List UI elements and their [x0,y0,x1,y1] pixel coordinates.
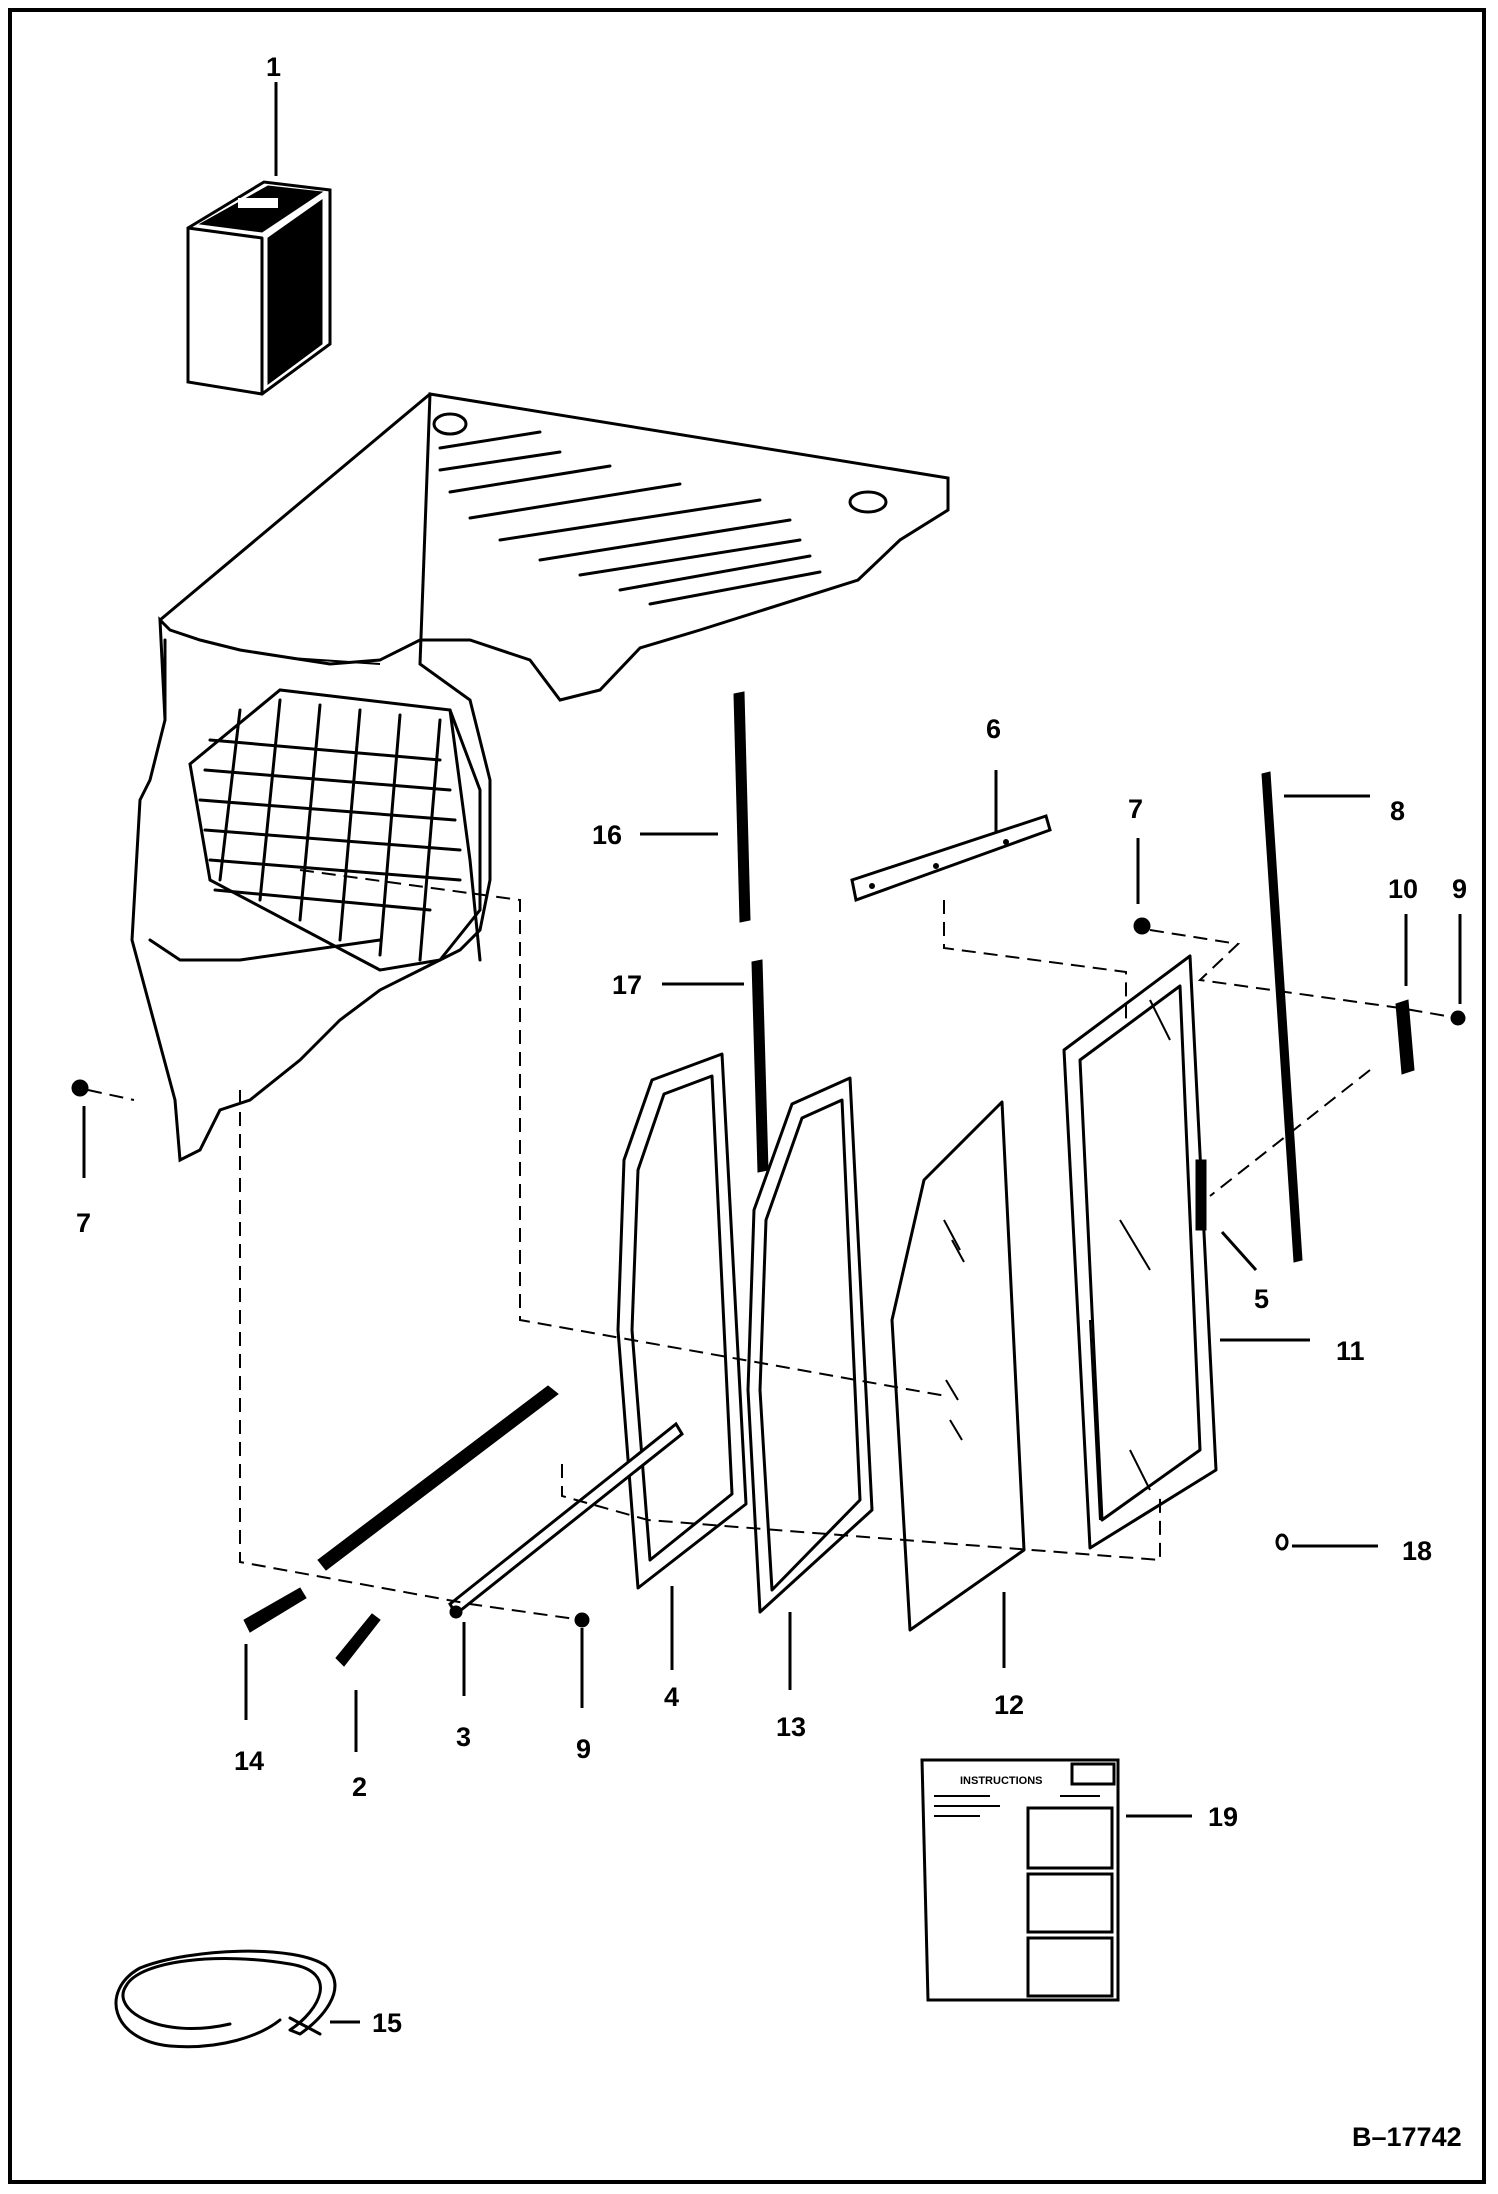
part-5-handle [1195,1159,1207,1231]
callout-10: 10 [1388,874,1418,904]
cab-body [130,392,950,1163]
callout-19: 19 [1208,1802,1238,1832]
callout-15: 15 [372,2008,402,2038]
callout-5: 5 [1254,1284,1269,1314]
part-1-kit-box [186,180,332,396]
part-16-strip [733,691,751,923]
part-4-seal-frame [616,1052,748,1590]
part-15-coil [114,1949,337,2049]
part-10-plate [1395,999,1415,1075]
callout-11: 11 [1336,1336,1365,1366]
callout-2: 2 [352,1772,367,1802]
callout-3: 3 [456,1722,471,1752]
part-7-bolt-left [71,1079,89,1097]
leader-lines [82,82,1462,2024]
callout-16: 16 [592,820,622,850]
callout-17: 17 [612,970,642,1000]
part-14-strip [243,1587,307,1633]
callout-7-left: 7 [76,1208,91,1238]
instruction-sheet-title: INSTRUCTIONS [960,1775,1043,1787]
part-11-door [1062,954,1218,1550]
callout-12: 12 [994,1690,1024,1720]
callout-18: 18 [1402,1536,1432,1566]
part-18-grommet [1275,1533,1289,1551]
sill-strip [317,1385,559,1571]
rear-grille [188,688,482,972]
callout-1: 1 [266,52,281,82]
part-3-rail [448,1421,684,1619]
part-13-glass-frame [746,1076,874,1614]
part-8-strip [1261,771,1303,1263]
callout-7-upper: 7 [1128,794,1143,824]
callout-9-right: 9 [1452,874,1467,904]
callout-labels: 1 16 6 7 8 10 9 17 7 5 11 18 4 13 12 14 … [76,52,1467,2152]
part-17-strip [751,959,769,1173]
callout-4: 4 [664,1682,679,1712]
callout-14: 14 [234,1746,264,1776]
callout-8: 8 [1390,796,1405,826]
callout-6: 6 [986,714,1001,744]
part-19-instruction-sheet: INSTRUCTIONS [920,1758,1120,2002]
part-7-bolt-upper [1133,917,1151,935]
assembly-dash-lines [87,869,1459,1621]
part-12-glass [890,1100,1026,1632]
part-6-hinge [850,814,1052,903]
drawing-number: B–17742 [1352,2122,1462,2152]
part-2-strip [335,1613,381,1667]
roof-vent-grid [438,430,822,606]
callout-9-lower: 9 [576,1734,591,1764]
callout-13: 13 [776,1712,806,1742]
